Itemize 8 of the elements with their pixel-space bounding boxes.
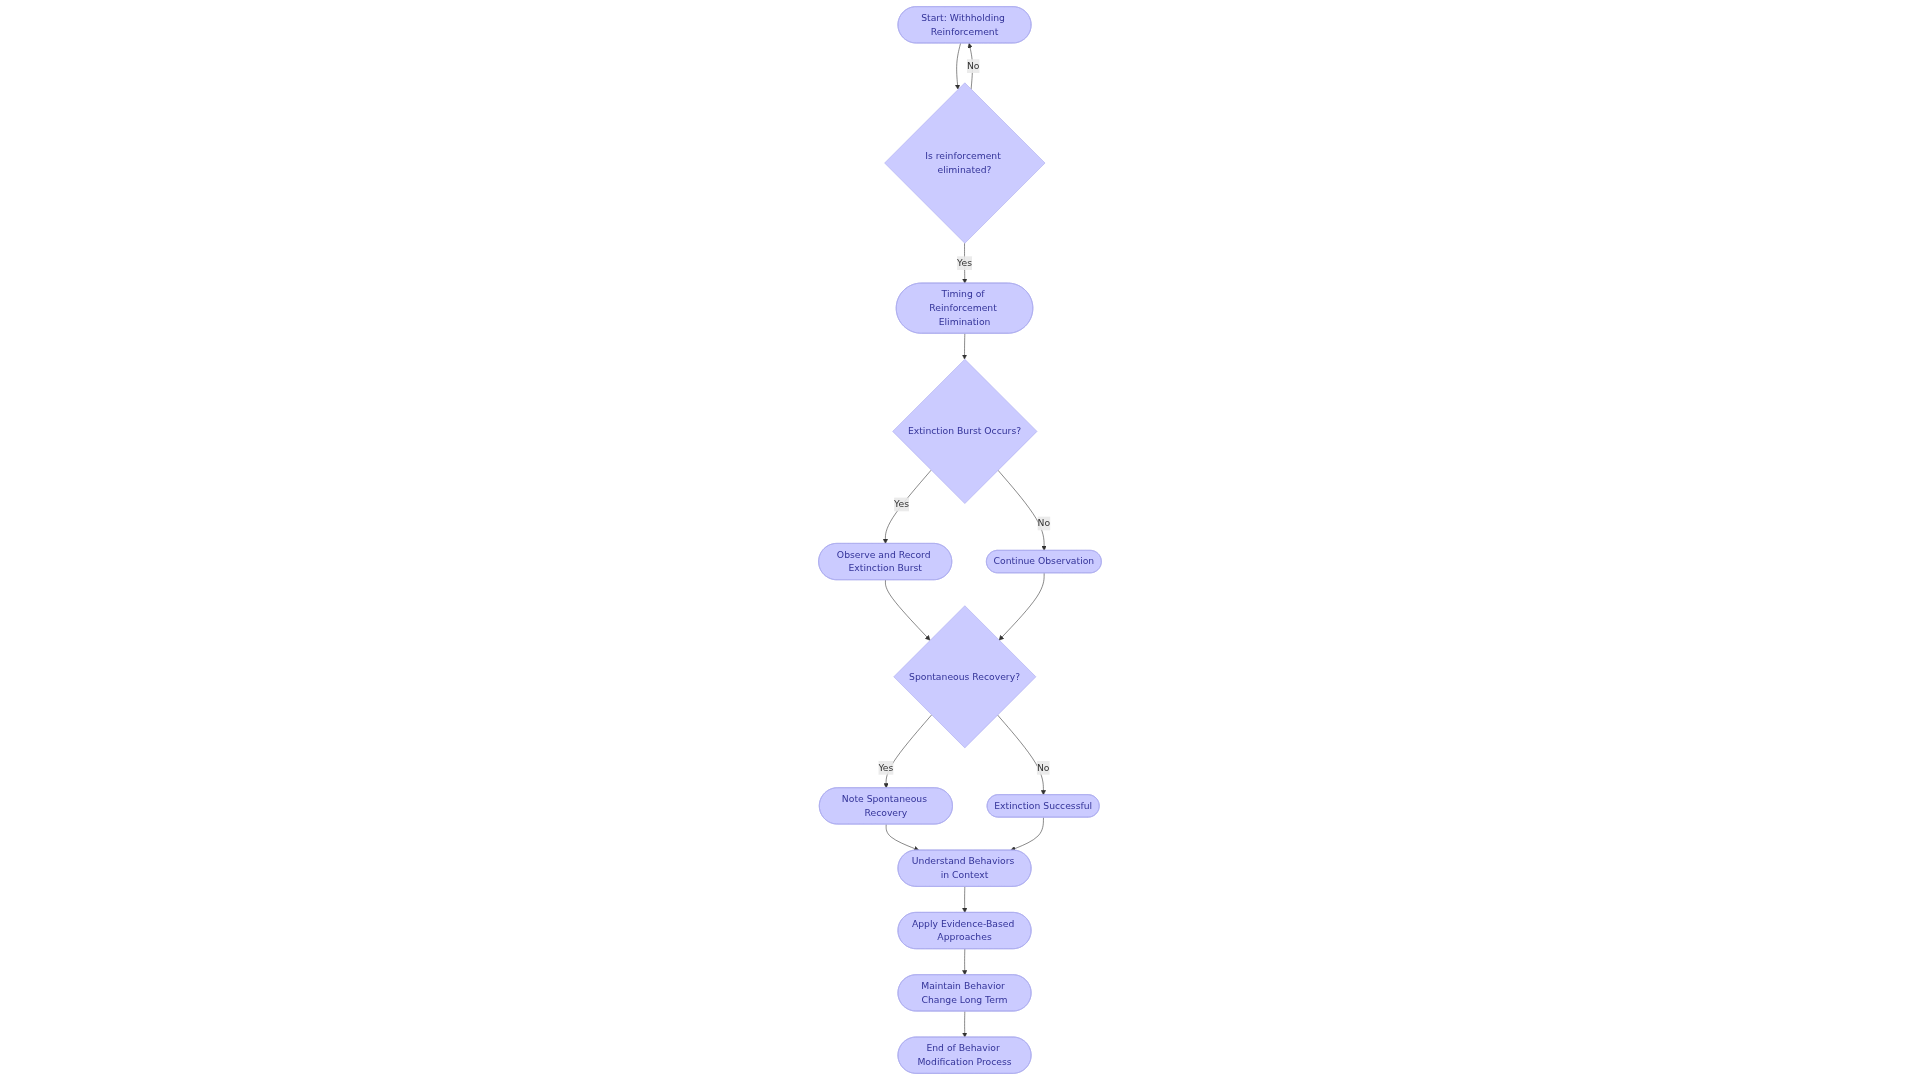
node-diamond: Is reinforcement eliminated? — [884, 82, 1046, 244]
edge-label: Yes — [894, 498, 910, 510]
edge-label: No — [966, 60, 980, 72]
edge-label: Yes — [878, 762, 894, 773]
edge-label: Yes — [957, 257, 972, 269]
node-diamond: Spontaneous Recovery? — [893, 605, 1037, 749]
edge-label: No — [1037, 517, 1051, 529]
edge-label: No — [1036, 762, 1050, 773]
